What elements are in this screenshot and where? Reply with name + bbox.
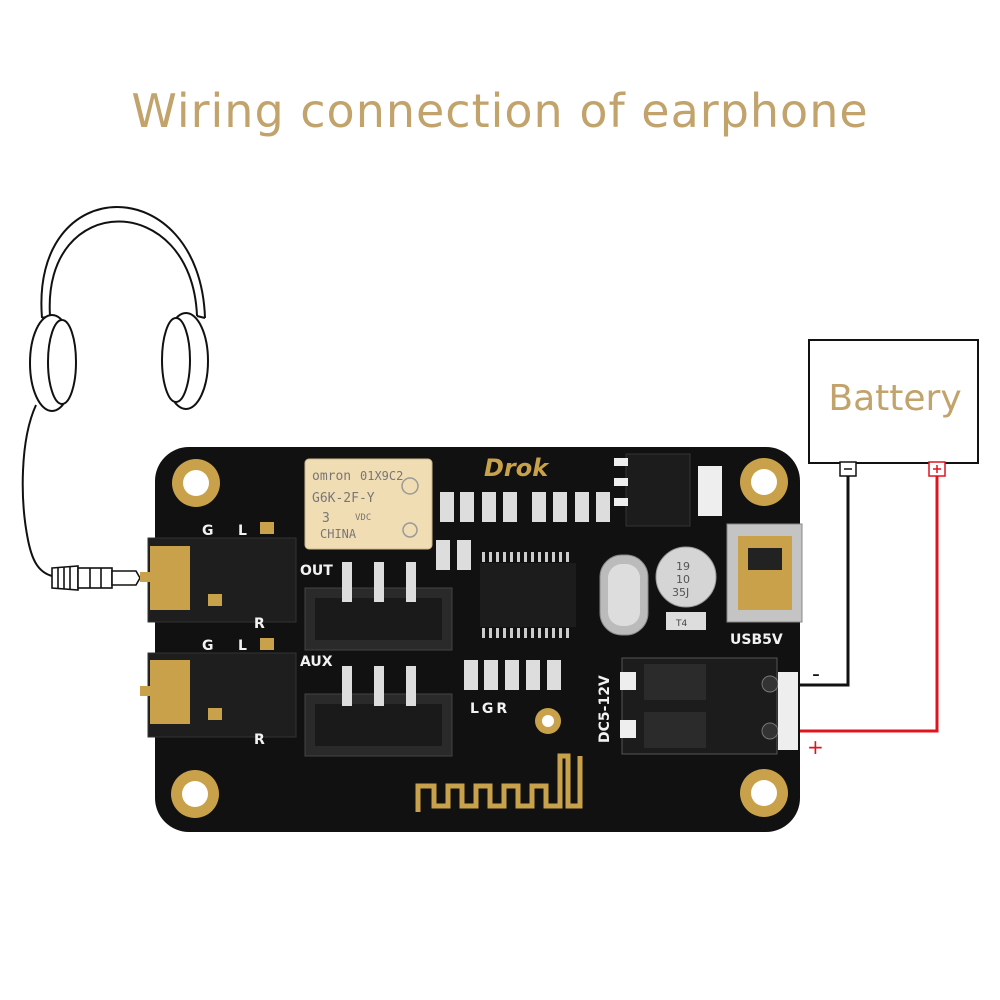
pcb-antenna-trace <box>415 753 583 812</box>
relay-text-1: omron <box>312 469 351 484</box>
wire-plus-label: + <box>807 735 824 759</box>
label-aux: AUX <box>300 654 333 670</box>
relay <box>304 458 433 550</box>
label-lgr: LGR <box>470 701 510 717</box>
label-top-r: R <box>254 616 265 632</box>
label-out: OUT <box>300 563 333 579</box>
battery-box <box>808 339 979 477</box>
headphone-cable <box>21 404 53 577</box>
wire-minus-label: - <box>812 662 820 687</box>
label-t4: T4 <box>675 619 687 629</box>
label-bot-r: R <box>254 732 265 748</box>
wire-positive <box>778 476 939 733</box>
relay-text-1b: 01X9C2 <box>360 469 403 483</box>
label-bot-l: L <box>238 638 247 654</box>
label-top-l: L <box>238 523 247 539</box>
capacitor <box>655 546 717 608</box>
cap-text-3: 35J <box>672 586 689 599</box>
cap-text-1: 19 <box>676 560 690 573</box>
screw-terminal <box>620 657 798 755</box>
audio-plug-icon <box>51 565 141 591</box>
headphones-icon <box>29 206 209 412</box>
pin-header-top <box>304 562 453 651</box>
main-chip <box>480 563 576 627</box>
brand-logo: Drok <box>484 454 550 482</box>
wire-negative <box>778 476 850 687</box>
cap-text-2: 10 <box>676 573 690 586</box>
relay-text-3b: VDC <box>355 513 371 523</box>
pin-header-bottom <box>304 666 453 757</box>
label-bot-g: G <box>202 638 214 654</box>
relay-text-2: G6K-2F-Y <box>312 491 375 506</box>
bluetooth-pcb-board: omron 01X9C2 G6K-2F-Y 3 VDC CHINA Drok <box>140 447 803 832</box>
relay-text-4: CHINA <box>320 527 357 541</box>
label-usb5v: USB5V <box>730 632 783 648</box>
relay-text-3: 3 <box>322 511 330 526</box>
battery-label: Battery <box>828 378 962 419</box>
label-top-g: G <box>202 523 214 539</box>
diagram-title: Wiring connection of earphone <box>131 84 869 138</box>
label-dc: DC5-12V <box>597 675 613 743</box>
